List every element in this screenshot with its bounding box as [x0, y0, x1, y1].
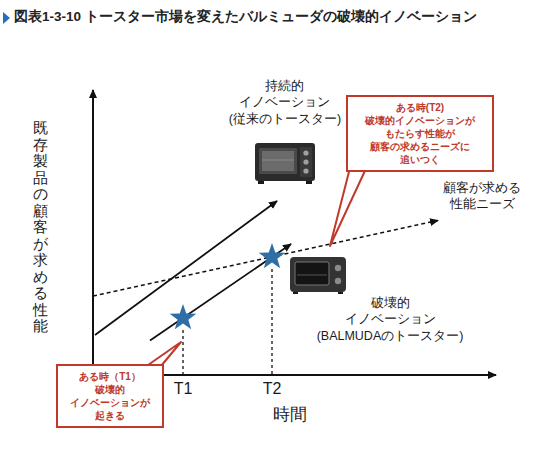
- callout-text: ある時(T2) 破壊的イノベーションが もたらす性能が 顧客の求めるニーズに 追…: [365, 101, 475, 166]
- series-label: 持続的 イノベーション (従来のトースター): [229, 78, 341, 127]
- conventional-toaster: [255, 143, 315, 184]
- t1-drop: [182, 330, 183, 375]
- tick-label: T2: [263, 379, 282, 398]
- y-axis: [92, 90, 94, 375]
- callout-tail: [330, 160, 370, 246]
- t2-drop: [271, 269, 272, 375]
- series-label: 破壊的 イノベーション (BALMUDAのトースター): [317, 295, 464, 344]
- tick-label: T1: [174, 379, 193, 398]
- t2-star: [259, 243, 286, 268]
- chart-title: 図表1-3-10 トースター市場を変えたバルミューダの破壊的イノベーション: [14, 8, 477, 26]
- needs-line: [93, 220, 438, 296]
- balmuda-toaster: [290, 257, 346, 294]
- series-label: 顧客が求める 性能ニーズ: [443, 180, 521, 213]
- callout-text: ある時（T1） 破壊的 イノベーションが 起きる: [70, 370, 150, 422]
- axis-title: 既存製品の顧客が求める性能: [33, 120, 48, 335]
- t1-star: [170, 304, 197, 329]
- axis-title: 時間: [273, 405, 307, 425]
- title-marker: [3, 12, 10, 24]
- sustaining-line: [95, 201, 277, 335]
- callout-box: ある時（T1） 破壊的 イノベーションが 起きる: [56, 364, 164, 428]
- callout-box: ある時(T2) 破壊的イノベーションが もたらす性能が 顧客の求めるニーズに 追…: [346, 95, 494, 172]
- disruptive-line: [150, 244, 291, 341]
